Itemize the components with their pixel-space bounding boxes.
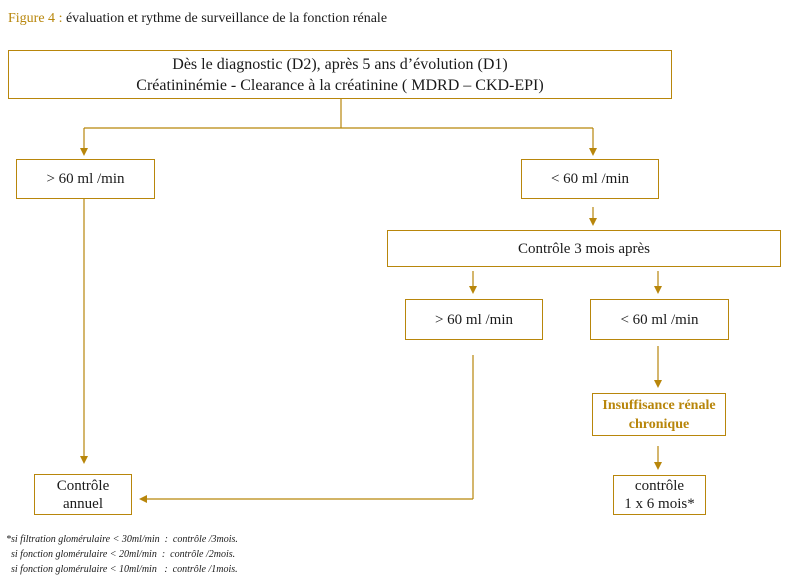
gt60-mid-box: > 60 ml /min bbox=[405, 299, 543, 340]
lt60-right-label: < 60 ml /min bbox=[550, 171, 630, 187]
ctrl6-box: contrôle 1 x 6 mois* bbox=[613, 475, 706, 515]
irc-line-1: Insuffisance rénale bbox=[602, 397, 716, 413]
figure-caption: Figure 4 : évaluation et rythme de surve… bbox=[8, 11, 387, 27]
lt60-mid-label: < 60 ml /min bbox=[620, 311, 699, 328]
gt60-left-box: > 60 ml /min bbox=[16, 159, 155, 199]
figure-title: évaluation et rythme de surveillance de … bbox=[65, 11, 388, 26]
start-line-2: Créatininémie - Clearance à la créatinin… bbox=[136, 76, 544, 94]
lt60-mid-box: < 60 ml /min bbox=[590, 299, 729, 340]
figure-number: Figure 4 bbox=[8, 11, 56, 26]
annual-line-2: annuel bbox=[63, 495, 103, 512]
caption-separator: : bbox=[55, 11, 66, 26]
gt60-mid-label: > 60 ml /min bbox=[434, 311, 514, 328]
lt60-right-box: < 60 ml /min bbox=[521, 159, 659, 199]
ctrl6-line-2: 1 x 6 mois* bbox=[624, 496, 695, 512]
annual-control-box: Contrôle annuel bbox=[34, 474, 132, 515]
control-3m-box: Contrôle 3 mois après bbox=[387, 230, 781, 267]
footnote-2: si fonction glomérulaire < 20ml/min : co… bbox=[6, 549, 236, 560]
ctrl6-line-1: contrôle bbox=[634, 478, 685, 494]
irc-line-2: chronique bbox=[628, 416, 690, 432]
start-line-1: Dès le diagnostic (D2), après 5 ans d’év… bbox=[172, 55, 508, 73]
annual-line-1: Contrôle bbox=[56, 477, 110, 494]
footnotes: *si filtration glomérulaire < 30ml/min :… bbox=[6, 532, 238, 577]
footnote-3: si fonction glomérulaire < 10ml/min : co… bbox=[6, 564, 238, 575]
irc-box: Insuffisance rénale chronique bbox=[592, 393, 726, 436]
gt60-left-label: > 60 ml /min bbox=[46, 171, 125, 187]
footnote-1: *si filtration glomérulaire < 30ml/min :… bbox=[6, 534, 238, 545]
control-3m-label: Contrôle 3 mois après bbox=[517, 240, 651, 257]
start-box: Dès le diagnostic (D2), après 5 ans d’év… bbox=[8, 50, 672, 99]
